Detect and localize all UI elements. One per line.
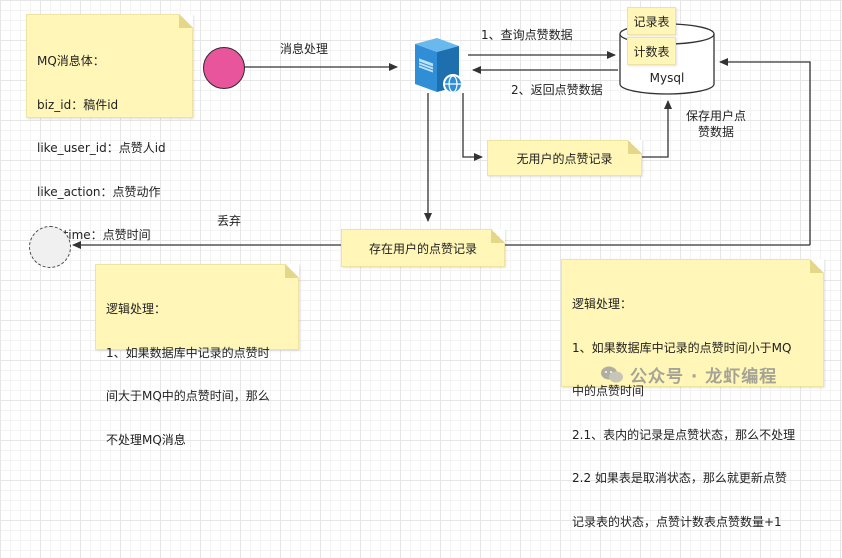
- mq-body-text: MQ消息体： biz_id：稿件id like_user_id：点赞人id li…: [37, 25, 166, 272]
- end-node: [29, 226, 71, 268]
- mq-body-line: biz_id：稿件id: [37, 97, 119, 112]
- count-table-note: 计数表: [627, 37, 676, 65]
- start-node: [203, 47, 245, 89]
- logic-right-line: 1、如果数据库中记录的点赞时间小于MQ: [572, 340, 792, 355]
- arrow-save-like: [641, 100, 672, 158]
- save-user-like-line: 保存用户点: [686, 109, 747, 123]
- logic-left-line: 1、如果数据库中记录的点赞时: [106, 345, 270, 360]
- logic-right-line: 2.1、表内的记录是点赞状态，那么不处理: [572, 427, 796, 442]
- logic-right-note: 逻辑处理： 1、如果数据库中记录的点赞时间小于MQ 中的点赞时间 2.1、表内的…: [561, 259, 824, 529]
- note-fold: [491, 229, 505, 243]
- logic-left-line: 不处理MQ消息: [106, 432, 186, 447]
- logic-right-line: 2.2 如果表是取消状态，那么就更新点赞: [572, 471, 787, 485]
- note-fold: [810, 259, 824, 273]
- no-like-record-note: 无用户的点赞记录: [487, 140, 642, 176]
- wechat-icon: [601, 366, 623, 382]
- has-like-record-note: 存在用户的点赞记录: [341, 229, 505, 267]
- server-icon: [407, 36, 467, 96]
- mq-body-line: like_user_id：点赞人id: [37, 141, 166, 155]
- logic-left-line: 逻辑处理：: [106, 302, 167, 316]
- watermark: 公众号 · 龙虾编程: [600, 362, 777, 387]
- logic-left-note: 逻辑处理： 1、如果数据库中记录的点赞时 间大于MQ中的点赞时间，那么 不处理M…: [95, 264, 299, 447]
- return-like-data-label: 2、返回点赞数据: [511, 83, 603, 97]
- mq-body-line: MQ消息体：: [37, 54, 105, 68]
- count-table-label: 计数表: [633, 44, 670, 59]
- arrow-to-no-record: [462, 93, 483, 161]
- message-processing-label: 消息处理: [280, 42, 329, 56]
- has-like-record-label: 存在用户的点赞记录: [368, 241, 477, 256]
- diagram-connectors: [72, 51, 811, 249]
- logic-right-line: 逻辑处理：: [572, 297, 633, 311]
- mq-body-line: like_action：点赞动作: [37, 184, 161, 199]
- logic-right-text: 逻辑处理： 1、如果数据库中记录的点赞时间小于MQ 中的点赞时间 2.1、表内的…: [572, 268, 795, 558]
- save-user-like-line: 赞数据: [698, 125, 735, 139]
- no-like-record-label: 无用户的点赞记录: [516, 151, 613, 166]
- logic-right-line: 记录表的状态，点赞计数表点赞数量+1: [572, 514, 782, 529]
- record-table-note: 记录表: [627, 7, 676, 35]
- record-table-label: 记录表: [633, 14, 670, 29]
- logic-left-text: 逻辑处理： 1、如果数据库中记录的点赞时 间大于MQ中的点赞时间，那么 不处理M…: [106, 273, 270, 476]
- logic-right-line: 中的点赞时间: [572, 384, 645, 398]
- note-fold: [179, 14, 193, 28]
- mq-body-note: MQ消息体： biz_id：稿件id like_user_id：点赞人id li…: [26, 14, 193, 242]
- mysql-label: Mysql: [649, 71, 685, 85]
- save-user-like-label: 保存用户点 赞数据: [686, 108, 746, 140]
- query-like-data-label: 1、查询点赞数据: [481, 28, 573, 42]
- note-fold: [628, 140, 642, 154]
- note-fold: [285, 264, 299, 278]
- watermark-text: 公众号 · 龙虾编程: [630, 367, 778, 387]
- discard-label: 丢弃: [217, 214, 242, 228]
- logic-left-line: 间大于MQ中的点赞时间，那么: [106, 389, 270, 403]
- arrow-right-loop: [719, 58, 811, 245]
